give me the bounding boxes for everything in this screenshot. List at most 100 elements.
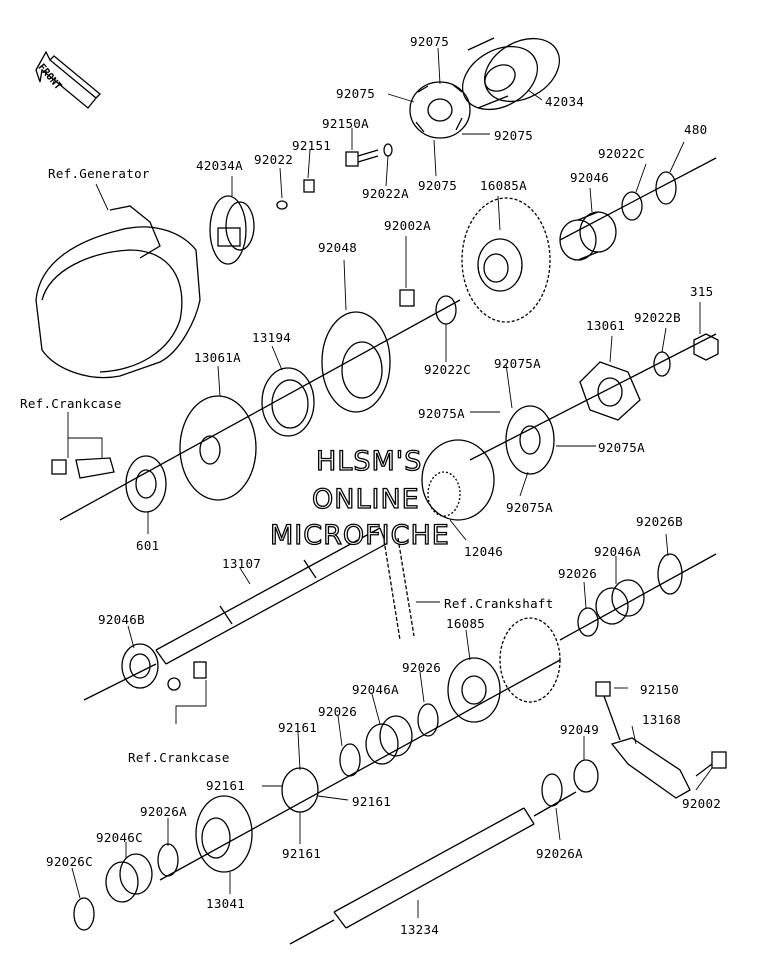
shaft-13107-drawing bbox=[155, 527, 387, 665]
part-label-92150: 92150 bbox=[640, 682, 680, 697]
part-label-92022C: 92022C bbox=[424, 362, 471, 377]
coupling-13041-drawing bbox=[195, 795, 253, 873]
part-label-92150A: 92150A bbox=[322, 116, 369, 131]
part-label-92048: 92048 bbox=[318, 240, 358, 255]
nut-315-drawing bbox=[693, 333, 719, 361]
damper-92161-drawing bbox=[281, 767, 319, 813]
part-label-92075A: 92075A bbox=[494, 356, 541, 371]
part-label-ref-crankcase: Ref.Crankcase bbox=[128, 750, 230, 765]
part-label-92075: 92075 bbox=[410, 34, 450, 49]
watermark-line: MICROFICHE bbox=[269, 519, 450, 551]
bolt-92002A-drawing bbox=[399, 289, 415, 307]
lever-13168-drawing bbox=[610, 737, 691, 799]
needle-bearing-92046A-mid-drawing bbox=[365, 715, 413, 765]
part-label-92161: 92161 bbox=[282, 846, 322, 861]
part-label-ref-generator: Ref.Generator bbox=[48, 166, 150, 181]
axis-line-left-low bbox=[83, 663, 157, 701]
bolt-92150-drawing bbox=[595, 681, 621, 741]
chain-drawing bbox=[383, 537, 415, 641]
starter-gear-16085-drawing bbox=[447, 617, 561, 723]
part-label-13041: 13041 bbox=[206, 896, 246, 911]
sprocket-12046-drawing bbox=[421, 439, 495, 521]
washer-92026B-drawing bbox=[657, 553, 683, 595]
bearing-92046B-drawing bbox=[121, 643, 159, 689]
part-label-13061A: 13061A bbox=[194, 350, 241, 365]
part-label-92046: 92046 bbox=[570, 170, 610, 185]
part-label-92026C: 92026C bbox=[46, 854, 93, 869]
axis-line-bottom bbox=[289, 791, 577, 945]
axis-line-upper bbox=[59, 299, 461, 521]
part-label-92022A: 92022A bbox=[362, 186, 409, 201]
axis-line-right-mid bbox=[469, 333, 717, 461]
damper-92075-drawing bbox=[409, 81, 471, 139]
coupling-13061A-drawing bbox=[179, 395, 257, 501]
part-label-13194: 13194 bbox=[252, 330, 292, 345]
circlip-480-drawing bbox=[655, 171, 677, 205]
crankcase-bolt-lower-drawing bbox=[167, 661, 207, 691]
part-label-92026A: 92026A bbox=[536, 846, 583, 861]
axis-line-lower bbox=[159, 659, 561, 881]
part-label-42034A: 42034A bbox=[196, 158, 243, 173]
washer-92022C-mid-drawing bbox=[435, 295, 457, 325]
needle-bearing-92046A-top-drawing bbox=[595, 579, 645, 625]
watermark-line: ONLINE bbox=[311, 483, 420, 515]
washer-92026-mid-drawing bbox=[417, 703, 439, 737]
one-way-clutch-13194-drawing bbox=[261, 367, 315, 437]
part-label-92002: 92002 bbox=[682, 796, 722, 811]
part-label-13168: 13168 bbox=[642, 712, 682, 727]
part-label-92075A: 92075A bbox=[598, 440, 645, 455]
part-label-42034: 42034 bbox=[545, 94, 585, 109]
washer-92026-top-drawing bbox=[577, 607, 599, 637]
part-label-13107: 13107 bbox=[222, 556, 262, 571]
part-label-92075: 92075 bbox=[494, 128, 534, 143]
part-label-92026A: 92026A bbox=[140, 804, 187, 819]
part-label-315: 315 bbox=[690, 284, 714, 299]
crankcase-bolt-drawing bbox=[51, 457, 115, 479]
part-label-92022C: 92022C bbox=[598, 146, 645, 161]
part-label-92046C: 92046C bbox=[96, 830, 143, 845]
part-label-92161: 92161 bbox=[352, 794, 392, 809]
part-label-92026B: 92026B bbox=[636, 514, 683, 529]
part-label-ref-crankcase: Ref.Crankcase bbox=[20, 396, 122, 411]
part-label-92075: 92075 bbox=[418, 178, 458, 193]
damper-holder-42034A-drawing bbox=[209, 179, 315, 265]
gear-42034-drawing bbox=[461, 37, 561, 111]
part-label-92026: 92026 bbox=[558, 566, 598, 581]
part-label-92161: 92161 bbox=[278, 720, 318, 735]
bolt-92002-drawing bbox=[695, 751, 727, 777]
one-way-clutch-holder-92048-drawing bbox=[321, 311, 391, 413]
part-label-13061: 13061 bbox=[586, 318, 626, 333]
watermark-line: HLSM'S bbox=[315, 445, 423, 477]
damper-92075A-drawing bbox=[505, 405, 555, 475]
part-label-92022B: 92022B bbox=[634, 310, 681, 325]
shaft-13234-drawing bbox=[333, 807, 535, 929]
part-label-92046A: 92046A bbox=[352, 682, 399, 697]
part-label-480: 480 bbox=[684, 122, 708, 137]
part-label-92075: 92075 bbox=[336, 86, 376, 101]
part-label-92026: 92026 bbox=[318, 704, 358, 719]
bearing-601-drawing bbox=[125, 455, 167, 513]
ring-92049-drawing bbox=[573, 759, 599, 793]
starter-gear-16085A-drawing bbox=[461, 197, 551, 323]
generator-cover-drawing bbox=[35, 205, 201, 379]
bolt-92150A-drawing bbox=[345, 143, 393, 167]
part-label-601: 601 bbox=[136, 538, 160, 553]
part-label-92046B: 92046B bbox=[98, 612, 145, 627]
washer-92026C-drawing bbox=[73, 897, 95, 931]
part-label-ref-crankshaft: Ref.Crankshaft bbox=[444, 596, 554, 611]
part-label-92075A: 92075A bbox=[506, 500, 553, 515]
part-label-92002A: 92002A bbox=[384, 218, 431, 233]
part-label-16085A: 16085A bbox=[480, 178, 527, 193]
front-arrow-icon bbox=[35, 50, 101, 109]
part-label-92026: 92026 bbox=[402, 660, 442, 675]
part-label-92022: 92022 bbox=[254, 152, 294, 167]
part-label-92049: 92049 bbox=[560, 722, 600, 737]
part-label-16085: 16085 bbox=[446, 616, 486, 631]
part-label-92151: 92151 bbox=[292, 138, 332, 153]
axis-line-right-top bbox=[559, 157, 717, 241]
part-label-92161: 92161 bbox=[206, 778, 246, 793]
washer-92026A-left-drawing bbox=[157, 843, 179, 877]
coupling-13061-drawing bbox=[579, 361, 641, 421]
